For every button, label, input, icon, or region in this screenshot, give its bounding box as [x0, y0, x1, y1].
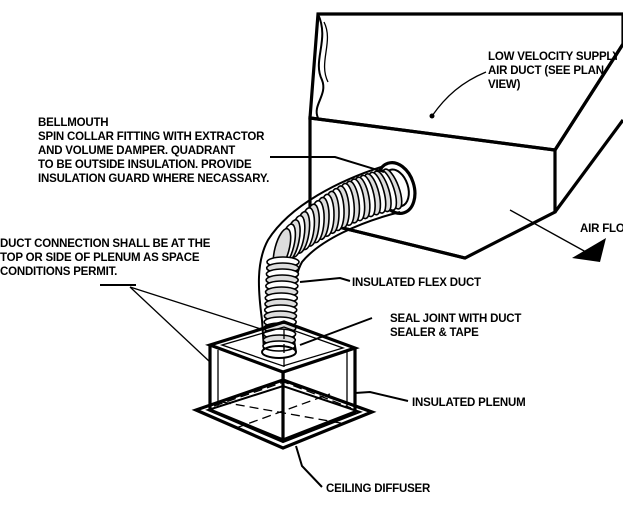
bellmouth-line-2: SPIN COLLAR FITTING WITH EXTRACTOR — [38, 131, 265, 143]
label-bellmouth: BELLMOUTH SPIN COLLAR FITTING WITH EXTRA… — [38, 117, 269, 185]
supply-duct-line-2: AIR DUCT (SEE PLAN — [488, 65, 604, 77]
bellmouth-line-5: INSULATION GUARD WHERE NECASSARY. — [38, 173, 269, 185]
bellmouth-line-3: AND VOLUME DAMPER. QUADRANT — [38, 145, 235, 157]
seal-joint-line-2: SEALER & TAPE — [390, 327, 479, 339]
label-insulated-plenum: INSULATED PLENUM — [412, 397, 526, 409]
duct-connection-line-2: TOP OR SIDE OF PLENUM AS SPACE — [0, 252, 200, 264]
label-duct-connection: DUCT CONNECTION SHALL BE AT THE TOP OR S… — [0, 238, 211, 278]
label-supply-duct: LOW VELOCITY SUPPLY AIR DUCT (SEE PLAN V… — [488, 51, 620, 91]
label-flex-duct: INSULATED FLEX DUCT — [352, 277, 481, 289]
label-seal-joint: SEAL JOINT WITH DUCT SEALER & TAPE — [390, 313, 522, 339]
duct-connection-line-3: CONDITIONS PERMIT. — [0, 266, 117, 278]
supply-duct-line-1: LOW VELOCITY SUPPLY — [488, 51, 620, 63]
ceiling-diffuser — [191, 378, 377, 450]
supply-air-duct — [308, 12, 623, 260]
insulated-flex-duct — [257, 165, 403, 359]
label-ceiling-diffuser: CEILING DIFFUSER — [326, 483, 431, 495]
duct-connection-line-1: DUCT CONNECTION SHALL BE AT THE — [0, 238, 211, 250]
bellmouth-line-4: TO BE OUTSIDE INSULATION. PROVIDE — [38, 159, 252, 171]
supply-duct-line-3: VIEW) — [488, 79, 521, 91]
leader-lines — [100, 71, 606, 488]
seal-joint-line-1: SEAL JOINT WITH DUCT — [390, 313, 521, 325]
label-air-flow: AIR FLOW — [580, 223, 623, 235]
bellmouth-line-1: BELLMOUTH — [38, 117, 108, 129]
